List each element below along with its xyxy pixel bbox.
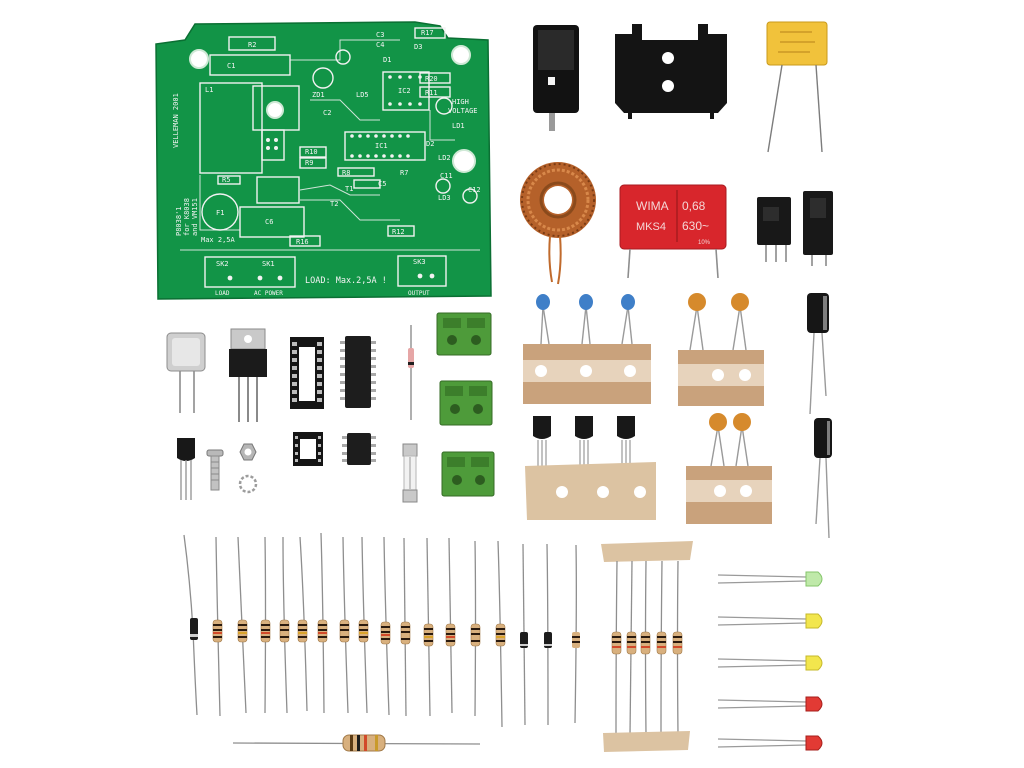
pcb-label: C5 <box>378 180 386 188</box>
pcb-label: T2 <box>330 200 338 208</box>
pcb-label: LD2 <box>438 154 451 162</box>
pcb-label: R12 <box>392 228 405 236</box>
electrolytic-capacitor <box>814 418 832 539</box>
pcb-label: R5 <box>222 176 230 184</box>
pcb-label: HIGH <box>452 98 469 106</box>
voltage-regulator <box>229 328 267 422</box>
dc-jack <box>757 197 791 262</box>
pcb-label: and VM151 <box>191 198 199 236</box>
terminal-block <box>439 380 493 426</box>
cap-tolerance: 10% <box>698 240 711 246</box>
diode-body <box>190 618 198 640</box>
toroid-inductor <box>520 162 596 285</box>
pcb-label: F1 <box>216 209 224 217</box>
pcb-label: LD1 <box>452 122 465 130</box>
ic-socket-8pin <box>293 432 323 466</box>
electrolytic-capacitor <box>807 293 829 415</box>
led-yellow <box>717 655 823 671</box>
pcb-label: VOLTAGE <box>448 107 478 115</box>
pcb-label: R2 <box>248 41 256 49</box>
led-yellow <box>717 613 823 629</box>
pcb-label: L1 <box>205 86 213 94</box>
crystal-oscillator <box>166 332 206 413</box>
pcb-label: LOAD <box>215 290 230 297</box>
pcb-label: SK2 <box>216 260 229 268</box>
pcb-label: C11 <box>440 172 453 180</box>
pcb-label: LOAD: Max.2,5A ! <box>305 276 387 286</box>
glass-fuse <box>402 443 418 503</box>
pcb-label: ZD1 <box>312 91 325 99</box>
pcb-label: P8038'1 <box>175 206 183 236</box>
pcb-label: C3 <box>376 31 384 39</box>
washer <box>238 474 258 494</box>
terminal-block <box>436 312 492 356</box>
pcb-label: R20 <box>425 75 438 83</box>
pcb-label: R7 <box>400 169 408 177</box>
pcb-label: C2 <box>323 109 331 117</box>
terminal-block <box>441 451 495 497</box>
resistor-bodies <box>212 619 580 648</box>
resistor-row <box>183 532 577 728</box>
ic-socket <box>290 337 324 409</box>
transistors-taped <box>525 416 656 520</box>
fuse-holder <box>533 25 579 131</box>
pcb-label: D2 <box>426 140 434 148</box>
pcb-label: SK1 <box>262 260 275 268</box>
pcb-board: R2 R17 R20 R11 R10 R9 R8 R7 R12 R16 R5 I… <box>155 21 492 300</box>
screw <box>206 449 224 491</box>
pcb-label: OUTPUT <box>408 290 430 297</box>
cap-voltage: 630~ <box>682 219 709 233</box>
small-diode <box>408 325 414 420</box>
led-red <box>717 696 823 712</box>
pcb-label: R17 <box>421 29 434 37</box>
pcb-label: C12 <box>468 186 481 194</box>
transistor <box>177 438 195 500</box>
pcb-label: C6 <box>265 218 273 226</box>
pcb-label: IC1 <box>375 142 388 150</box>
pcb-label: for K8038 <box>183 198 191 236</box>
pcb-label: VELLEMAN 2001 <box>172 93 180 148</box>
dip-ic <box>340 336 376 408</box>
pcb-label: SK3 <box>413 258 426 266</box>
dip-ic-8pin <box>342 433 376 465</box>
pcb-label: R10 <box>305 148 318 156</box>
cap-series: MKS4 <box>636 221 666 233</box>
pcb-label: D1 <box>383 56 391 64</box>
heatsink <box>615 24 727 119</box>
ceramic-caps-taped-orange <box>678 293 764 406</box>
ceramic-caps-taped-blue <box>523 294 651 404</box>
pcb-label: R9 <box>305 159 313 167</box>
pcb-label: R8 <box>342 169 350 177</box>
pcb-label: C4 <box>376 41 384 49</box>
red-film-capacitor: WIMA 0,68 MKS4 630~ 10% <box>619 184 727 279</box>
power-resistor <box>232 734 481 752</box>
dc-jack <box>803 191 833 266</box>
cap-value: 0,68 <box>682 199 706 213</box>
pcb-label: D3 <box>414 43 422 51</box>
led-green <box>717 571 823 587</box>
led-red <box>717 735 823 751</box>
ceramic-caps-taped-orange <box>686 413 772 524</box>
pcb-label: C1 <box>227 62 235 70</box>
pcb-label: R11 <box>425 89 438 97</box>
yellow-capacitor <box>766 21 828 153</box>
cap-brand: WIMA <box>636 199 669 213</box>
resistors-taped <box>601 541 693 752</box>
pcb-label: R16 <box>296 238 309 246</box>
pcb-label: LD3 <box>438 194 451 202</box>
pcb-label: T1 <box>345 185 353 193</box>
pcb-label: AC POWER <box>254 290 283 297</box>
pcb-label: IC2 <box>398 87 411 95</box>
pcb-label: Max 2,5A <box>201 236 236 244</box>
pcb-label: LD5 <box>356 91 369 99</box>
nut <box>239 443 257 461</box>
